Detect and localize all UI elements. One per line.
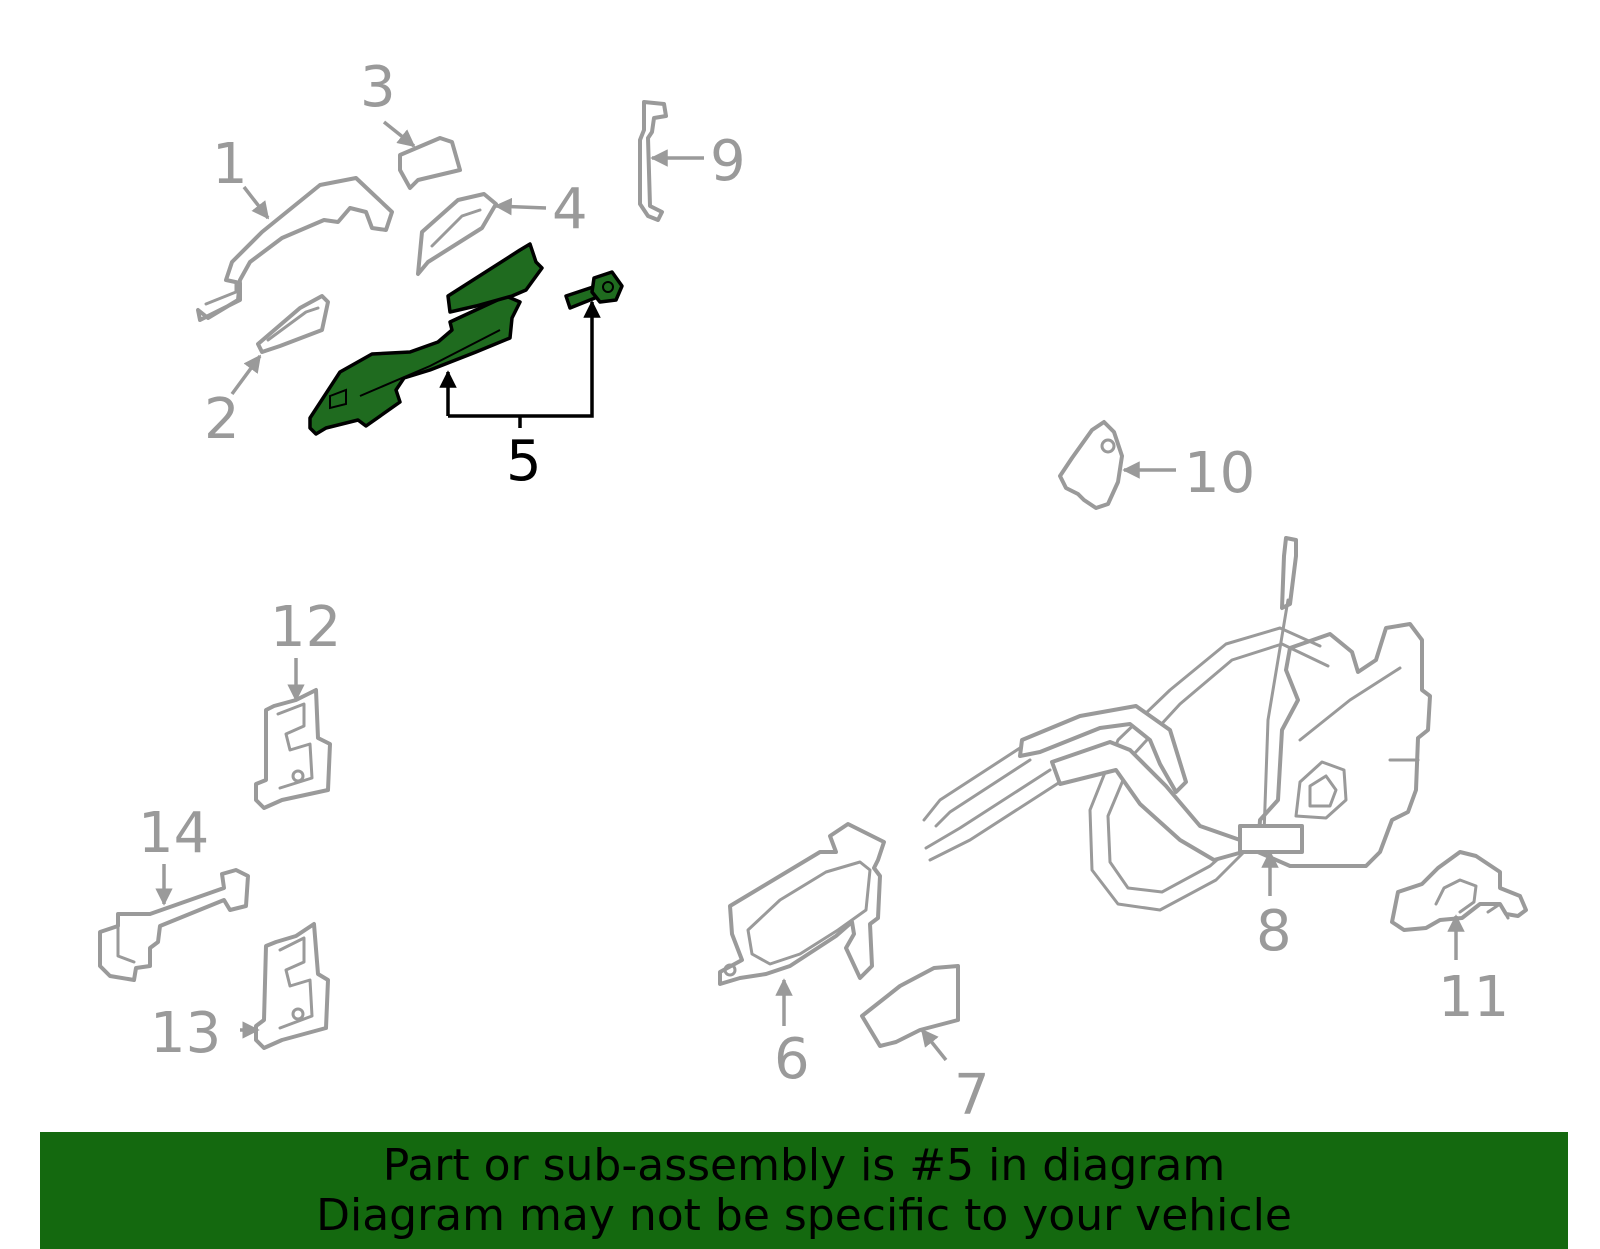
part-9-clip bbox=[638, 100, 668, 222]
part-7-cover bbox=[860, 964, 960, 1048]
part-12-striker bbox=[254, 688, 332, 810]
banner-line-disclaimer: Diagram may not be specific to your vehi… bbox=[316, 1189, 1292, 1241]
banner-line-part: Part or sub-assembly is #5 in diagram bbox=[382, 1139, 1226, 1191]
callout-7: 7 bbox=[954, 1063, 990, 1128]
callout-1: 1 bbox=[212, 132, 248, 197]
callout-5: 5 bbox=[506, 429, 542, 494]
callout-8: 8 bbox=[1256, 899, 1292, 964]
callout-11: 11 bbox=[1438, 965, 1509, 1030]
part-11-lock-cylinder bbox=[1390, 850, 1528, 932]
part-4-pad bbox=[416, 192, 498, 276]
callout-labels: 1 2 3 4 5 6 7 8 9 10 11 12 13 14 bbox=[138, 55, 1509, 1128]
callout-12: 12 bbox=[270, 595, 341, 660]
part-14-door-check bbox=[98, 868, 250, 982]
callout-14: 14 bbox=[138, 801, 209, 866]
leader-part-5 bbox=[439, 300, 601, 428]
callout-4: 4 bbox=[552, 177, 588, 242]
part-13-striker bbox=[254, 922, 330, 1050]
part-5-bolt bbox=[564, 270, 624, 310]
part-2-gasket bbox=[256, 294, 330, 354]
part-1-outside-handle bbox=[196, 176, 394, 322]
part-5-handle-frame bbox=[308, 242, 544, 436]
callout-3: 3 bbox=[360, 55, 396, 120]
callout-6: 6 bbox=[774, 1027, 810, 1092]
callout-10: 10 bbox=[1184, 441, 1255, 506]
part-6-inside-handle bbox=[718, 822, 886, 986]
callout-2: 2 bbox=[204, 387, 240, 452]
callout-13: 13 bbox=[150, 1001, 221, 1066]
info-banner: Part or sub-assembly is #5 in diagram Di… bbox=[40, 1132, 1568, 1249]
part-3-cap bbox=[398, 136, 462, 190]
callout-9: 9 bbox=[710, 129, 746, 194]
part-8-lock-actuator bbox=[922, 536, 1432, 912]
leader-lines bbox=[155, 120, 1465, 1062]
part-10-bracket bbox=[1058, 420, 1124, 510]
